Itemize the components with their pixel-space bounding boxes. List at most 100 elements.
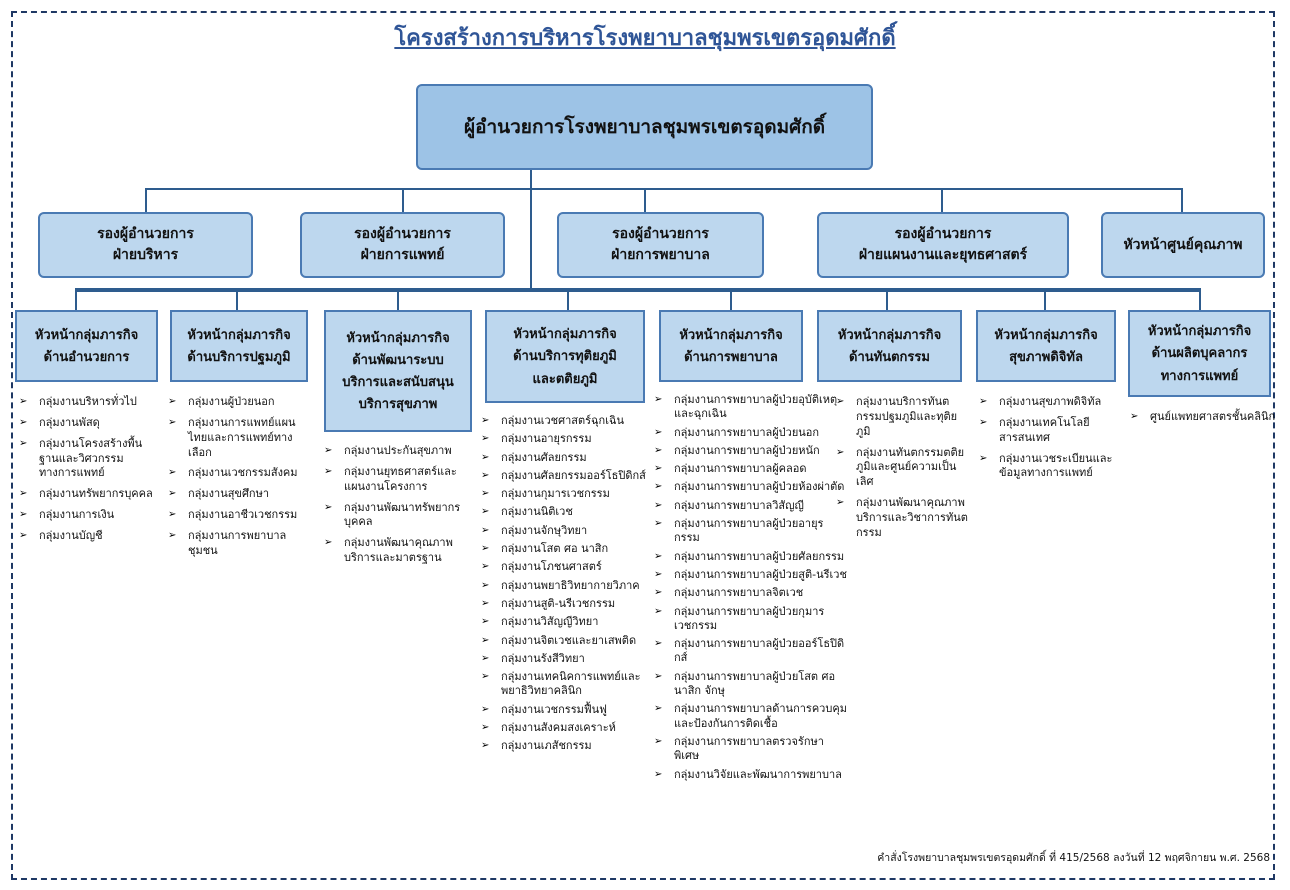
list-item: กลุ่มงานสังคมสงเคราะห์ <box>481 721 647 735</box>
list-item: กลุ่มงานสุขศึกษา <box>168 487 308 502</box>
connector-line <box>75 288 1201 292</box>
group-line: หัวหน้ากลุ่มภารกิจ <box>1147 324 1252 340</box>
unit-list-digital: กลุ่มงานสุขภาพดิจิทัล กลุ่มงานเทคโนโลยีส… <box>979 395 1124 487</box>
list-item: กลุ่มงานการพยาบาลตรวจรักษาพิเศษ <box>654 735 849 764</box>
list-item: กลุ่มงานเวชระเบียนและข้อมูลทางการแพทย์ <box>979 452 1124 482</box>
list-item: กลุ่มงานทันตกรรมตติยภูมิและศูนย์ความเป็น… <box>836 446 971 491</box>
vice-line1: รองผู้อำนวยการ <box>612 226 709 242</box>
connector-line <box>567 288 569 310</box>
list-item: กลุ่มงานเภสัชกรรม <box>481 739 647 753</box>
list-item: ศูนย์แพทยศาสตรชั้นคลินิก <box>1130 410 1280 425</box>
group-box-digital: หัวหน้ากลุ่มภารกิจ สุขภาพดิจิทัล <box>976 310 1116 382</box>
list-item: กลุ่มงานโสต ศอ นาสิก <box>481 542 647 556</box>
vice-line1: รองผู้อำนวยการ <box>354 226 451 242</box>
list-item: กลุ่มงานอาชีวเวชกรรม <box>168 508 308 523</box>
list-item: กลุ่มงานการพยาบาลผู้ป่วยห้องผ่าตัด <box>654 480 849 494</box>
unit-list-education: ศูนย์แพทยศาสตรชั้นคลินิก <box>1130 410 1280 431</box>
list-item: กลุ่มงานผู้ป่วยนอก <box>168 395 308 410</box>
list-item: กลุ่มงานการพยาบาลผู้ป่วยอุบัติเหตุและฉุก… <box>654 393 849 422</box>
list-item: กลุ่มงานการพยาบาลผู้ป่วยออร์โธปิดิกส์ <box>654 637 849 666</box>
list-item: กลุ่มงานการพยาบาลผู้ป่วยโสต ศอ นาสิก จัก… <box>654 670 849 699</box>
list-item: กลุ่มงานการเงิน <box>19 508 159 523</box>
list-item: กลุ่มงานพัฒนาทรัพยากรบุคคล <box>324 501 474 531</box>
group-line: สุขภาพดิจิทัล <box>1009 350 1083 365</box>
list-item: กลุ่มงานการพยาบาลจิตเวช <box>654 586 849 600</box>
list-item: กลุ่มงานการพยาบาลผู้ป่วยศัลยกรรม <box>654 550 849 564</box>
group-line: ด้านอำนวยการ <box>43 350 130 365</box>
connector-line <box>145 188 147 212</box>
director-box: ผู้อำนวยการโรงพยาบาลชุมพรเขตรอุดมศักดิ์ <box>416 84 873 170</box>
connector-line <box>886 288 888 310</box>
list-item: กลุ่มงานการพยาบาลผู้ป่วยอายุรกรรม <box>654 517 849 546</box>
vice-box-nursing: รองผู้อำนวยการ ฝ่ายการพยาบาล <box>557 212 764 278</box>
list-item: กลุ่มงานจิตเวชและยาเสพติด <box>481 634 647 648</box>
list-item: กลุ่มงานการพยาบาลผู้ป่วยกุมารเวชกรรม <box>654 605 849 634</box>
vice-box-admin: รองผู้อำนวยการ ฝ่ายบริหาร <box>38 212 253 278</box>
list-item: กลุ่มงานพัสดุ <box>19 416 159 431</box>
group-line: ด้านบริการทุติยภูมิ <box>513 349 617 365</box>
list-item: กลุ่มงานการพยาบาลผู้ป่วยหนัก <box>654 444 849 458</box>
connector-line <box>236 288 238 310</box>
unit-list-dental: กลุ่มงานบริการทันตกรรมปฐมภูมิและทุติยภูม… <box>836 395 971 547</box>
list-item: กลุ่มงานการพยาบาลผู้ป่วยสูติ-นรีเวช <box>654 568 849 582</box>
group-box-nursing: หัวหน้ากลุ่มภารกิจ ด้านการพยาบาล <box>659 310 803 382</box>
group-box-system: หัวหน้ากลุ่มภารกิจ ด้านพัฒนาระบบ บริการแ… <box>324 310 472 432</box>
group-line: ด้านทันตกรรม <box>849 350 930 365</box>
vice-line1: หัวหน้าศูนย์คุณภาพ <box>1123 236 1243 253</box>
connector-line <box>1044 288 1046 310</box>
list-item: กลุ่มงานการพยาบาลด้านการควบคุมและป้องกัน… <box>654 702 849 731</box>
order-footnote: คำสั่งโรงพยาบาลชุมพรเขตรอุดมศักดิ์ ที่ 4… <box>877 852 1270 864</box>
list-item: กลุ่มงานโครงสร้างพื้นฐานและวิศวกรรมทางกา… <box>19 437 159 482</box>
list-item: กลุ่มงานพัฒนาคุณภาพบริการและมาตรฐาน <box>324 536 474 566</box>
list-item: กลุ่มงานการพยาบาลผู้คลอด <box>654 462 849 476</box>
list-item: กลุ่มงานรังสีวิทยา <box>481 652 647 666</box>
list-item: กลุ่มงานศัลยกรรมออร์โธปิดิกส์ <box>481 469 647 483</box>
vice-box-quality: หัวหน้าศูนย์คุณภาพ <box>1101 212 1265 278</box>
group-box-admin: หัวหน้ากลุ่มภารกิจ ด้านอำนวยการ <box>15 310 158 382</box>
list-item: กลุ่มงานเวชกรรมฟื้นฟู <box>481 703 647 717</box>
group-line: ด้านผลิตบุคลากร <box>1151 346 1248 362</box>
vice-line2: ฝ่ายการพยาบาล <box>611 247 710 263</box>
list-item: กลุ่มงานเทคนิคการแพทย์และพยาธิวิทยาคลินิ… <box>481 670 647 699</box>
vice-box-medical: รองผู้อำนวยการ ฝ่ายการแพทย์ <box>300 212 505 278</box>
group-line: หัวหน้ากลุ่มภารกิจ <box>346 330 450 346</box>
list-item: กลุ่มงานสุขภาพดิจิทัล <box>979 395 1124 410</box>
group-line: หัวหน้ากลุ่มภารกิจ <box>34 327 139 343</box>
group-line: และตติยภูมิ <box>532 371 598 387</box>
list-item: กลุ่มงานทรัพยากรบุคคล <box>19 487 159 502</box>
connector-line <box>145 188 1183 190</box>
group-line: หัวหน้ากลุ่มภารกิจ <box>994 327 1098 343</box>
group-line: หัวหน้ากลุ่มภารกิจ <box>513 327 617 343</box>
list-item: กลุ่มงานการแพทย์แผนไทยและการแพทย์ทางเลือ… <box>168 416 308 461</box>
list-item: กลุ่มงานพยาธิวิทยากายวิภาค <box>481 579 647 593</box>
unit-list-admin: กลุ่มงานบริหารทั่วไป กลุ่มงานพัสดุ กลุ่ม… <box>19 395 159 550</box>
connector-line <box>75 288 77 310</box>
group-line: บริการสุขภาพ <box>358 397 438 413</box>
list-item: กลุ่มงานวิสัญญีวิทยา <box>481 615 647 629</box>
vice-line2: ฝ่ายการแพทย์ <box>360 247 445 263</box>
group-line: หัวหน้ากลุ่มภารกิจ <box>187 327 291 343</box>
group-box-primary: หัวหน้ากลุ่มภารกิจ ด้านบริการปฐมภูมิ <box>170 310 308 382</box>
list-item: กลุ่มงานประกันสุขภาพ <box>324 444 474 459</box>
group-line: บริการและสนับสนุน <box>342 375 454 390</box>
list-item: กลุ่มงานโภชนศาสตร์ <box>481 560 647 574</box>
group-box-dental: หัวหน้ากลุ่มภารกิจ ด้านทันตกรรม <box>817 310 962 382</box>
group-line: ทางการแพทย์ <box>1160 368 1239 384</box>
group-box-education: หัวหน้ากลุ่มภารกิจ ด้านผลิตบุคลากร ทางกา… <box>1128 310 1271 397</box>
list-item: กลุ่มงานเทคโนโลยีสารสนเทศ <box>979 416 1124 446</box>
connector-line <box>730 288 732 310</box>
connector-line <box>644 188 646 212</box>
connector-line <box>941 188 943 212</box>
connector-line <box>1181 188 1183 212</box>
connector-line <box>397 288 399 310</box>
unit-list-secondary: กลุ่มงานเวชศาสตร์ฉุกเฉิน กลุ่มงานอายุรกร… <box>481 414 647 758</box>
list-item: กลุ่มงานอายุรกรรม <box>481 432 647 446</box>
list-item: กลุ่มงานสูติ-นรีเวชกรรม <box>481 597 647 611</box>
chart-title: โครงสร้างการบริหารโรงพยาบาลชุมพรเขตรอุดม… <box>394 26 896 51</box>
group-line: ด้านบริการปฐมภูมิ <box>187 350 291 365</box>
list-item: กลุ่มงานบัญชี <box>19 529 159 544</box>
list-item: กลุ่มงานจักษุวิทยา <box>481 524 647 538</box>
page-frame <box>11 11 1275 880</box>
vice-line1: รองผู้อำนวยการ <box>894 226 992 242</box>
unit-list-primary: กลุ่มงานผู้ป่วยนอก กลุ่มงานการแพทย์แผนไท… <box>168 395 308 565</box>
